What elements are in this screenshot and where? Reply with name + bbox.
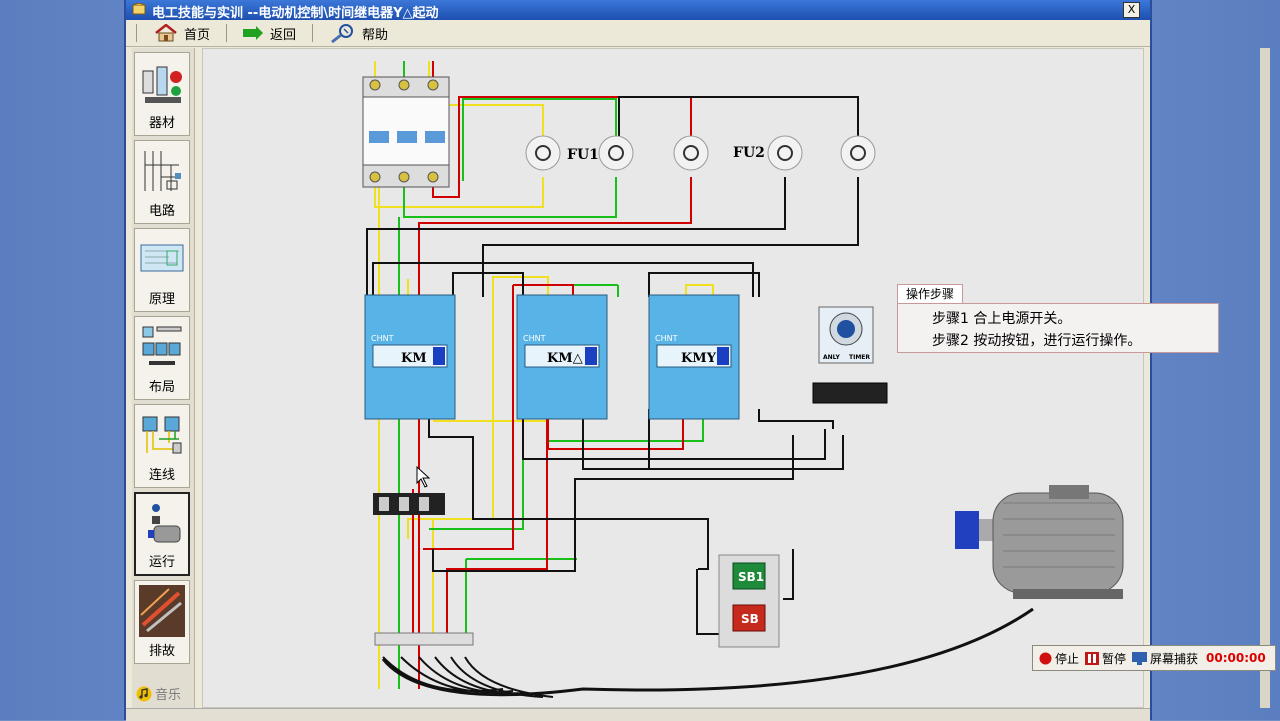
step-line: 步骤2 按动按钮，进行运行操作。 [932, 333, 1142, 349]
sidebar: 器材 电路 原理 [132, 48, 195, 708]
contactor-KMY[interactable]: CHNT KMY [648, 294, 740, 420]
fuse-label: FU2 [733, 145, 765, 161]
step-line: 步骤1 合上电源开关。 [932, 311, 1072, 327]
sidebar-item-circuit[interactable]: 电路 [134, 140, 190, 224]
status-bar [126, 708, 1150, 721]
contactor-label: KM [401, 351, 427, 366]
recorder-capture-button[interactable]: 屏幕捕获 [1132, 650, 1198, 667]
help-button-label: 帮助 [362, 27, 389, 43]
app-icon [132, 3, 146, 15]
contactor-label: KMY [681, 351, 717, 366]
pause-icon [1085, 651, 1100, 665]
monitor-icon [1132, 651, 1148, 665]
sidebar-item-run[interactable]: 运行 [134, 492, 190, 576]
contactor-label: KM△ [547, 351, 583, 366]
run-motor-icon [148, 504, 181, 543]
principle-icon [140, 244, 184, 272]
brand-label: CHNT [655, 334, 678, 343]
sidebar-item-equipment[interactable]: 器材 [134, 52, 190, 136]
toolbar-separator [226, 24, 227, 42]
layout-icon [142, 326, 182, 365]
start-button-SB1[interactable] [732, 562, 766, 590]
home-icon [155, 24, 177, 42]
circuit-breaker[interactable] [362, 76, 450, 188]
motor-cable [381, 607, 1034, 697]
help-icon [331, 24, 353, 43]
toolbar-separator [312, 24, 313, 42]
sidebar-item-troubleshoot[interactable]: 排故 [134, 580, 190, 664]
operation-steps-panel: 操作步骤 步骤1 合上电源开关。 步骤2 按动按钮，进行运行操作。 [897, 284, 1219, 353]
home-button-label: 首页 [184, 27, 211, 43]
music-toggle[interactable]: 音乐 [136, 684, 181, 703]
push-button-station[interactable]: SB1 SB [718, 554, 780, 648]
wiring-diagram: FU1 FU2 CHNT KM CHNT KM△ [362, 61, 1124, 698]
toolbar-separator [136, 24, 137, 42]
back-arrow-icon [243, 26, 263, 40]
vertical-scrollbar[interactable] [1260, 48, 1270, 708]
sidebar-item-label: 排故 [148, 644, 175, 659]
brand-label: CHNT [371, 334, 394, 343]
recorder-capture-label: 屏幕捕获 [1150, 651, 1199, 666]
sidebar-item-principle[interactable]: 原理 [134, 228, 190, 312]
app-window: 电工技能与实训 --电动机控制\时间继电器Y△起动 X 首页 返回 [124, 0, 1270, 721]
start-button-label: SB1 [738, 570, 764, 584]
back-button[interactable]: 返回 [242, 23, 296, 43]
title-bar[interactable]: 电工技能与实训 --电动机控制\时间继电器Y△起动 X [126, 0, 1150, 21]
recorder-stop-label: 停止 [1055, 651, 1080, 666]
recorder-stop-button[interactable]: 停止 [1039, 650, 1079, 667]
steps-box: 步骤1 合上电源开关。 步骤2 按动按钮，进行运行操作。 [897, 303, 1219, 353]
window-title: 电工技能与实训 --电动机控制\时间继电器Y△起动 [152, 6, 439, 21]
sidebar-item-wiring[interactable]: 连线 [134, 404, 190, 488]
music-label: 音乐 [155, 688, 182, 703]
steps-title: 操作步骤 [897, 284, 964, 305]
toolbar: 首页 返回 帮助 [126, 20, 1150, 47]
recorder-pause-button[interactable]: 暂停 [1085, 650, 1126, 667]
simulation-canvas: FU1 FU2 CHNT KM CHNT KM△ [202, 48, 1219, 708]
sidebar-item-label: 运行 [148, 555, 175, 570]
stop-button-label: SB [741, 612, 759, 626]
recorder-pause-label: 暂停 [1102, 651, 1127, 666]
sidebar-item-label: 原理 [148, 292, 175, 307]
circuit-diagram-icon [144, 151, 181, 191]
home-button[interactable]: 首页 [154, 23, 210, 43]
contactor-KM[interactable]: CHNT KM [364, 294, 456, 420]
terminal-block [374, 632, 474, 646]
time-relay[interactable]: ANLY TIMER [812, 306, 888, 404]
equipment-icon [142, 66, 182, 103]
brand-label: CHNT [523, 334, 546, 343]
fuse-label: FU1 [567, 147, 599, 163]
relay-type: TIMER [849, 354, 870, 361]
wiring-icon [142, 416, 182, 454]
fuse-FU1[interactable]: FU1 [525, 135, 709, 171]
motor[interactable] [955, 485, 1124, 599]
relay-brand: ANLY [823, 354, 841, 361]
stop-button-SB[interactable] [732, 604, 766, 632]
mouse-cursor-icon [416, 465, 431, 488]
sidebar-item-layout[interactable]: 布局 [134, 316, 190, 400]
help-button[interactable]: 帮助 [330, 23, 388, 43]
recorder-timer: 00:00:00 [1206, 651, 1266, 665]
close-button[interactable]: X [1123, 2, 1140, 18]
stop-record-icon [1039, 652, 1052, 664]
contactor-KM-delta[interactable]: CHNT KM△ [516, 294, 608, 420]
screen-recorder-bar: 停止 暂停 屏幕捕获 00:00:00 [1032, 645, 1276, 671]
music-note-icon [136, 686, 152, 701]
back-button-label: 返回 [270, 27, 297, 43]
sidebar-item-label: 连线 [148, 468, 175, 483]
fuse-FU2[interactable]: FU2 [733, 135, 876, 171]
troubleshoot-tools-icon [139, 585, 185, 637]
sidebar-item-label: 布局 [148, 380, 175, 395]
thermal-relay[interactable] [373, 493, 445, 515]
sidebar-item-label: 器材 [148, 116, 175, 131]
sidebar-item-label: 电路 [148, 204, 175, 219]
